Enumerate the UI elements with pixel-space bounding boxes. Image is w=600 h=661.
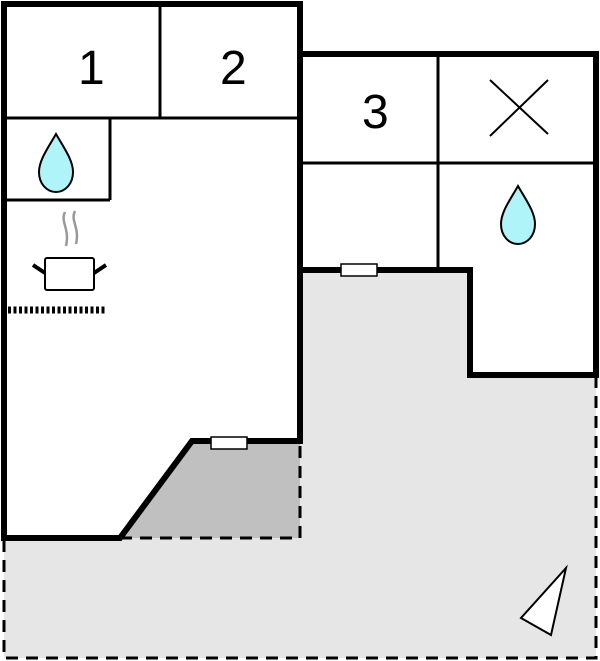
cooking-pot-icon [31, 210, 108, 291]
window-kitchen [210, 436, 248, 450]
room-2-label: 2 [220, 42, 247, 95]
covered-terrace [120, 441, 300, 538]
room-3-label: 3 [362, 86, 389, 139]
inner-walls [4, 4, 596, 270]
room-1-label: 1 [78, 42, 105, 95]
window-hall [340, 263, 378, 277]
water-drop-icon [499, 183, 537, 246]
water-drop-icon [37, 131, 75, 194]
outdoor-dashed-outline [2, 375, 598, 660]
x-mark-icon [489, 79, 549, 137]
north-arrow-icon [519, 564, 568, 637]
